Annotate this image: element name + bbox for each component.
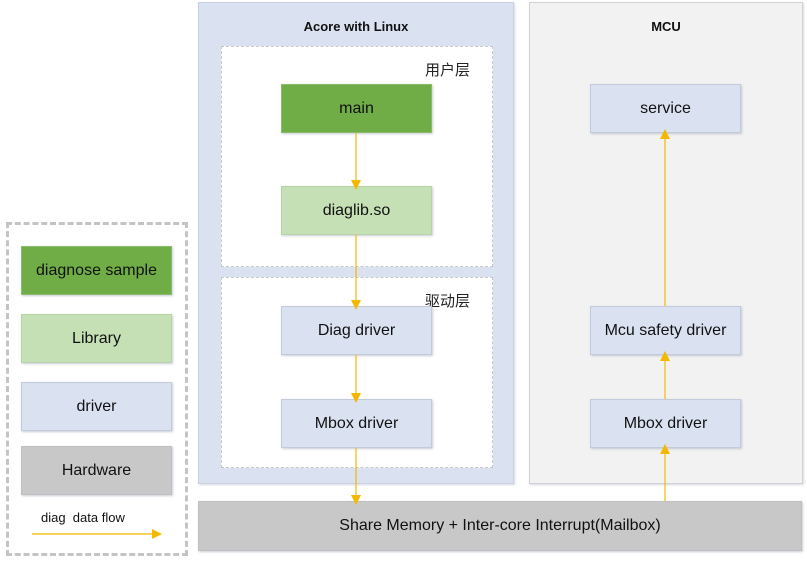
hardware-label: Share Memory + Inter-core Interrupt(Mail…	[339, 517, 661, 534]
diag-driver-label: Diag driver	[317, 321, 396, 339]
diaglib-label: diaglib.so	[322, 201, 391, 219]
mcu-safety-driver-box: Mcu safety driver	[590, 306, 741, 355]
mcu-safety-driver-label: Mcu safety driver	[604, 321, 727, 339]
main-box: main	[281, 84, 432, 133]
legend-item-diagnose-sample: diagnose sample	[21, 246, 172, 295]
hardware-bar: Share Memory + Inter-core Interrupt(Mail…	[198, 501, 802, 551]
mcu-title: MCU	[651, 19, 681, 34]
driver-layer-label: 驱动层	[424, 292, 470, 310]
acore-title: Acore with Linux	[303, 19, 409, 34]
service-box: service	[590, 84, 741, 133]
legend-item-driver: driver	[21, 382, 172, 431]
legend-item-hardware: Hardware	[21, 446, 172, 495]
user-layer-label: 用户层	[424, 61, 470, 79]
legend-label: diagnose sample	[36, 261, 157, 279]
mcu-mbox-driver-label: Mbox driver	[623, 414, 708, 432]
diaglib-box: diaglib.so	[281, 186, 432, 235]
mcu-mbox-driver-box: Mbox driver	[590, 399, 741, 448]
service-label: service	[640, 99, 691, 117]
legend-label: Hardware	[61, 461, 132, 479]
legend-label: Library	[72, 329, 121, 347]
acore-mbox-driver-label: Mbox driver	[314, 414, 399, 432]
main-label: main	[339, 99, 374, 117]
diag-driver-box: Diag driver	[281, 306, 432, 355]
legend-label: driver	[76, 397, 117, 415]
legend-item-library: Library	[21, 314, 172, 363]
legend-flow-label: diag data flow	[41, 510, 125, 525]
